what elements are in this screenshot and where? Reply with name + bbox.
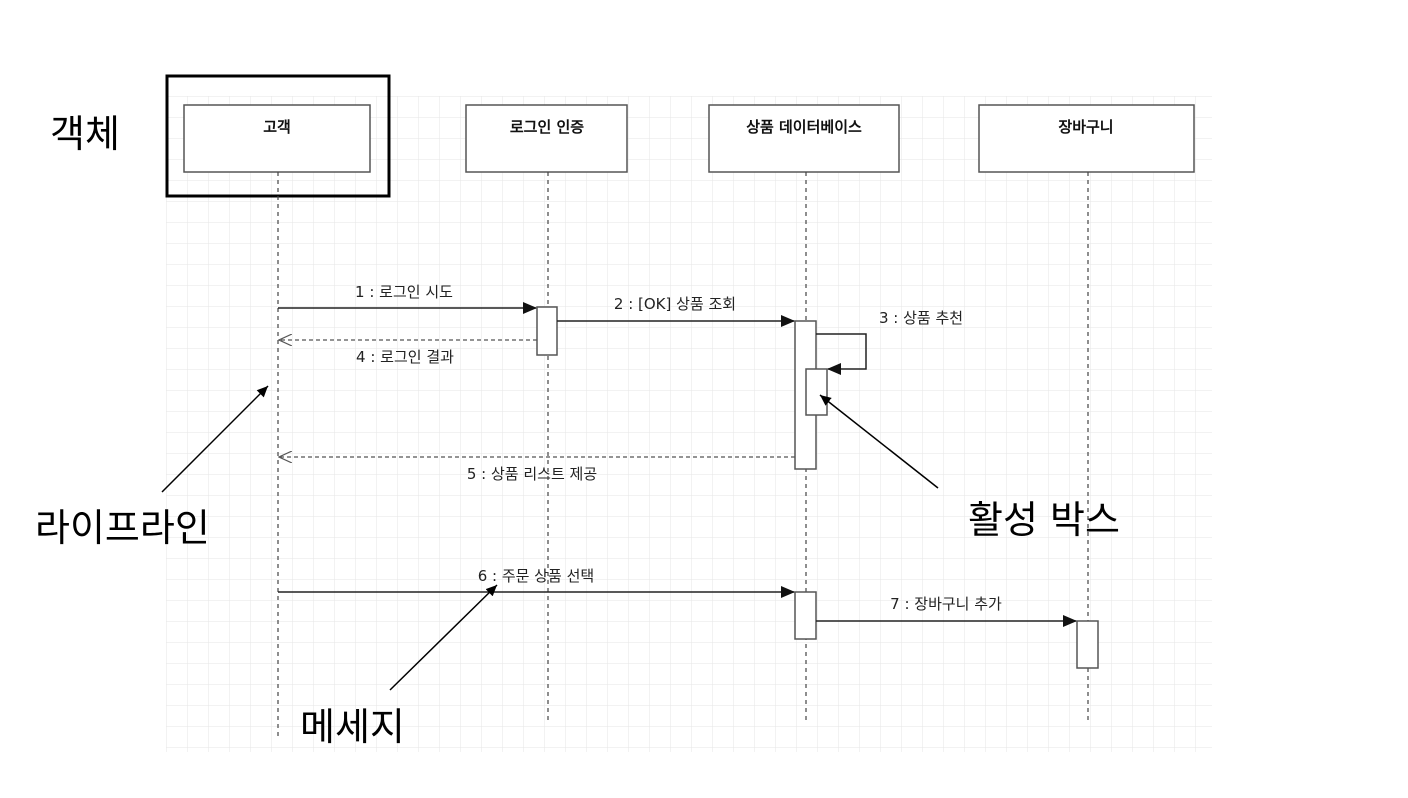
object-login[interactable]: 로그인 인증 (465, 104, 628, 173)
object-label: 고객 (263, 118, 291, 136)
object-cart[interactable]: 장바구니 (978, 104, 1195, 173)
message-arrow (816, 333, 867, 375)
object-customer[interactable]: 고객 (183, 104, 371, 173)
annotation-message: 메세지 (300, 705, 405, 749)
activation-box (1076, 620, 1099, 669)
annotation-object: 객체 (50, 112, 120, 156)
grid-background (166, 96, 1212, 752)
activation-box (794, 591, 817, 640)
activation-box (536, 306, 558, 356)
message-label: 1 : 로그인 시도 (355, 283, 453, 301)
annotation-pointer-lifeline (161, 385, 269, 493)
message-label: 2 : [OK] 상품 조회 (614, 295, 736, 313)
message-label: 5 : 상품 리스트 제공 (467, 465, 597, 483)
message-label: 7 : 장바구니 추가 (890, 595, 1002, 613)
message-label: 4 : 로그인 결과 (356, 348, 454, 366)
object-productdb[interactable]: 상품 데이터베이스 (708, 104, 900, 173)
annotation-activation: 활성 박스 (968, 498, 1120, 542)
object-label: 로그인 인증 (510, 118, 584, 136)
message-label: 3 : 상품 추천 (879, 309, 963, 327)
message-label: 6 : 주문 상품 선택 (478, 567, 594, 585)
object-label: 장바구니 (1058, 118, 1113, 136)
annotation-pointer-message (389, 584, 498, 691)
activation-box (805, 368, 828, 416)
annotation-pointer-activation (819, 394, 939, 489)
object-label: 상품 데이터베이스 (746, 118, 862, 136)
annotation-lifeline: 라이프라인 (35, 506, 210, 550)
